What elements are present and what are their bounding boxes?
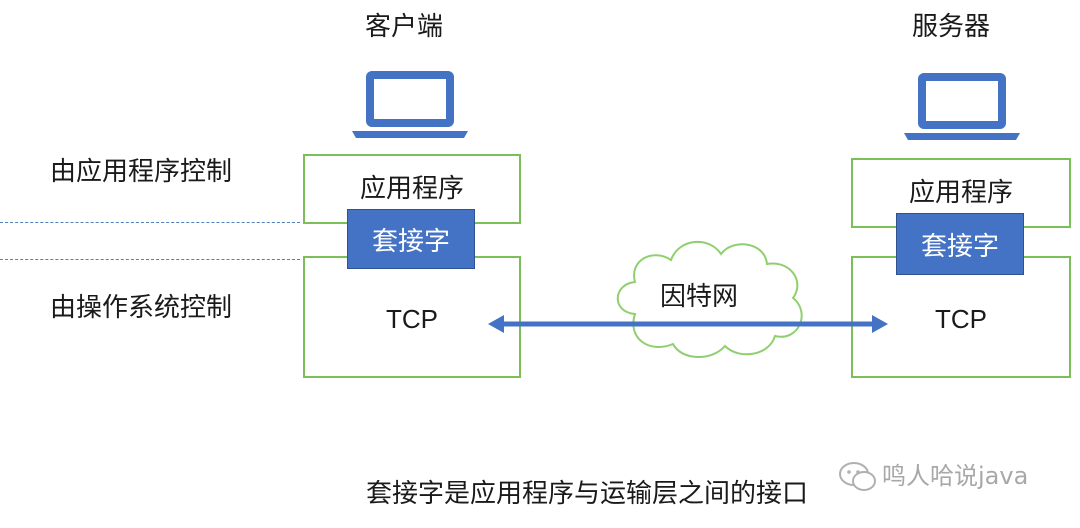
laptop-icon — [352, 71, 468, 138]
client-app-label: 应用程序 — [359, 174, 464, 204]
internet-label: 因特网 — [660, 282, 739, 312]
caption: 套接字是应用程序与运输层之间的接口 — [366, 479, 809, 509]
server-app-label: 应用程序 — [908, 178, 1013, 208]
server-tcp-label: TCP — [935, 304, 987, 334]
client-title: 客户端 — [365, 12, 444, 42]
double-arrow-icon — [488, 315, 888, 333]
client-tcp-label: TCP — [386, 304, 438, 334]
laptop-icon — [904, 73, 1020, 140]
server-socket-box: 套接字 — [896, 213, 1024, 275]
cloud-icon — [616, 240, 803, 359]
server-tcp-box: TCP — [851, 256, 1071, 378]
dashed-line-bottom — [0, 259, 300, 260]
client-socket-box: 套接字 — [347, 209, 475, 269]
dashed-line-top — [0, 222, 300, 223]
server-title: 服务器 — [912, 12, 991, 42]
watermark-text: 鸣人哈说java — [882, 462, 1029, 490]
os-controlled-label: 由操作系统控制 — [50, 293, 233, 323]
wechat-icon — [839, 462, 876, 491]
app-controlled-label: 由应用程序控制 — [50, 157, 233, 187]
